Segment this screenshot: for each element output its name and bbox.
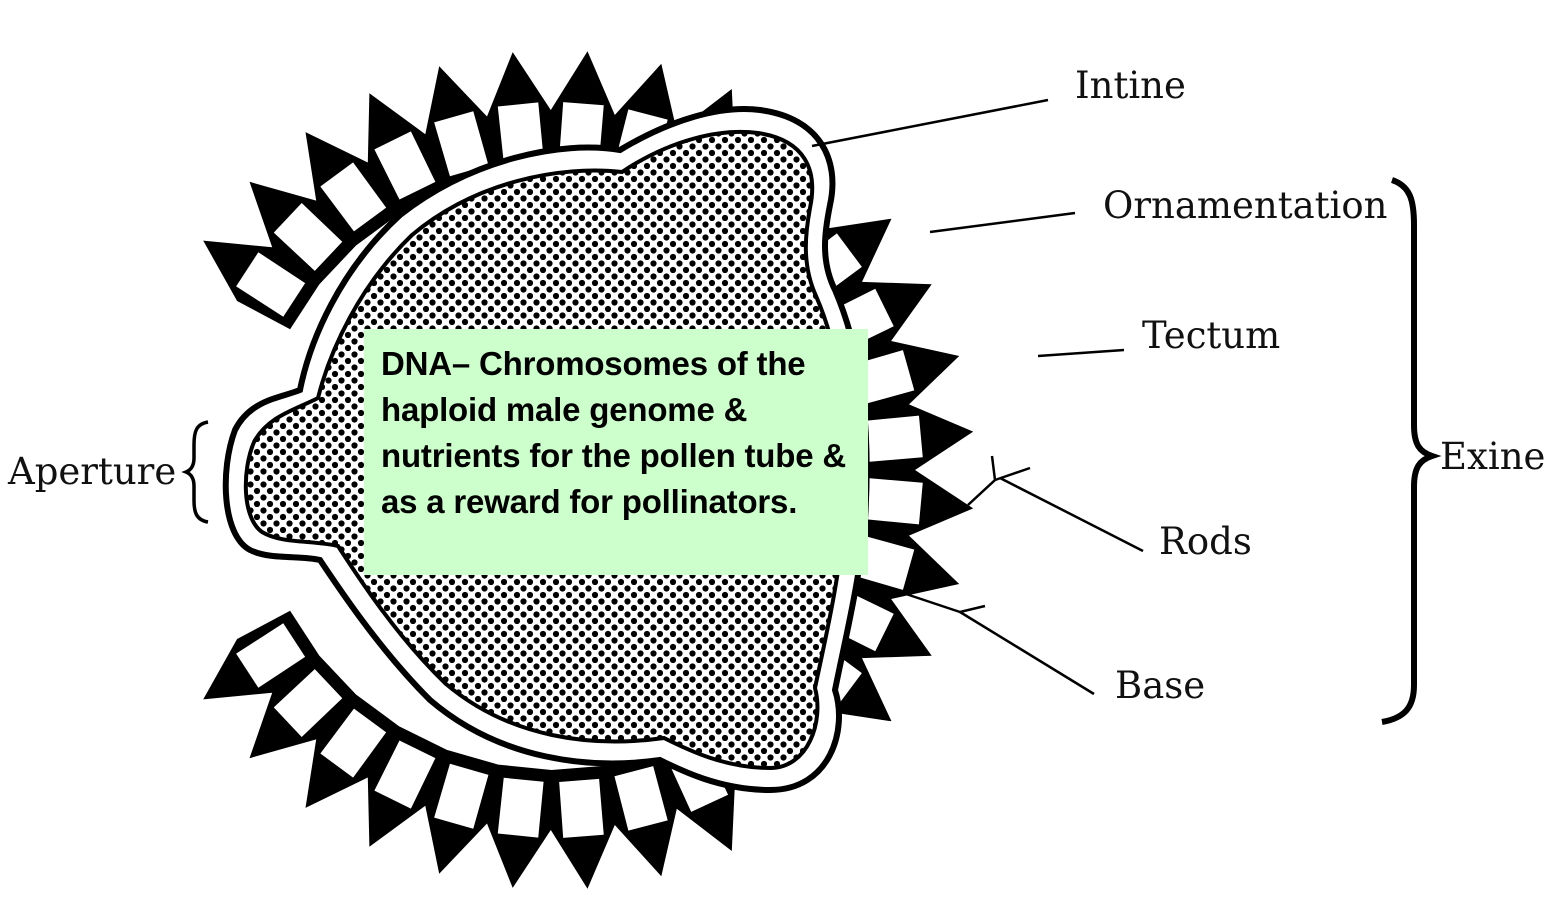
exine-brace xyxy=(1382,180,1432,722)
intine-leader xyxy=(812,100,1048,146)
ornamentation-label: Ornamentation xyxy=(1103,184,1387,227)
rods-label: Rods xyxy=(1159,520,1252,563)
tectum-leader xyxy=(1038,350,1124,356)
exine-chamber xyxy=(863,478,923,524)
rods-branch xyxy=(968,456,995,505)
exine-chamber xyxy=(559,779,604,838)
dna-callout-box: DNA– Chromosomes of the haploid male gen… xyxy=(364,329,868,575)
rods-leader xyxy=(1000,478,1143,551)
aperture-label: Aperture xyxy=(7,450,176,493)
base-label: Base xyxy=(1115,664,1205,707)
base-branch xyxy=(900,592,985,612)
tectum-label: Tectum xyxy=(1142,314,1280,357)
exine-chamber xyxy=(498,778,544,838)
ornamentation-leader xyxy=(930,213,1075,232)
intine-label: Intine xyxy=(1075,64,1186,107)
exine-chamber xyxy=(863,416,923,462)
exine-label: Exine xyxy=(1440,435,1545,478)
dna-callout-text: DNA– Chromosomes of the haploid male gen… xyxy=(381,345,846,520)
rods-branch-2 xyxy=(995,468,1030,480)
aperture-brace xyxy=(186,422,208,522)
base-leader xyxy=(960,612,1094,694)
